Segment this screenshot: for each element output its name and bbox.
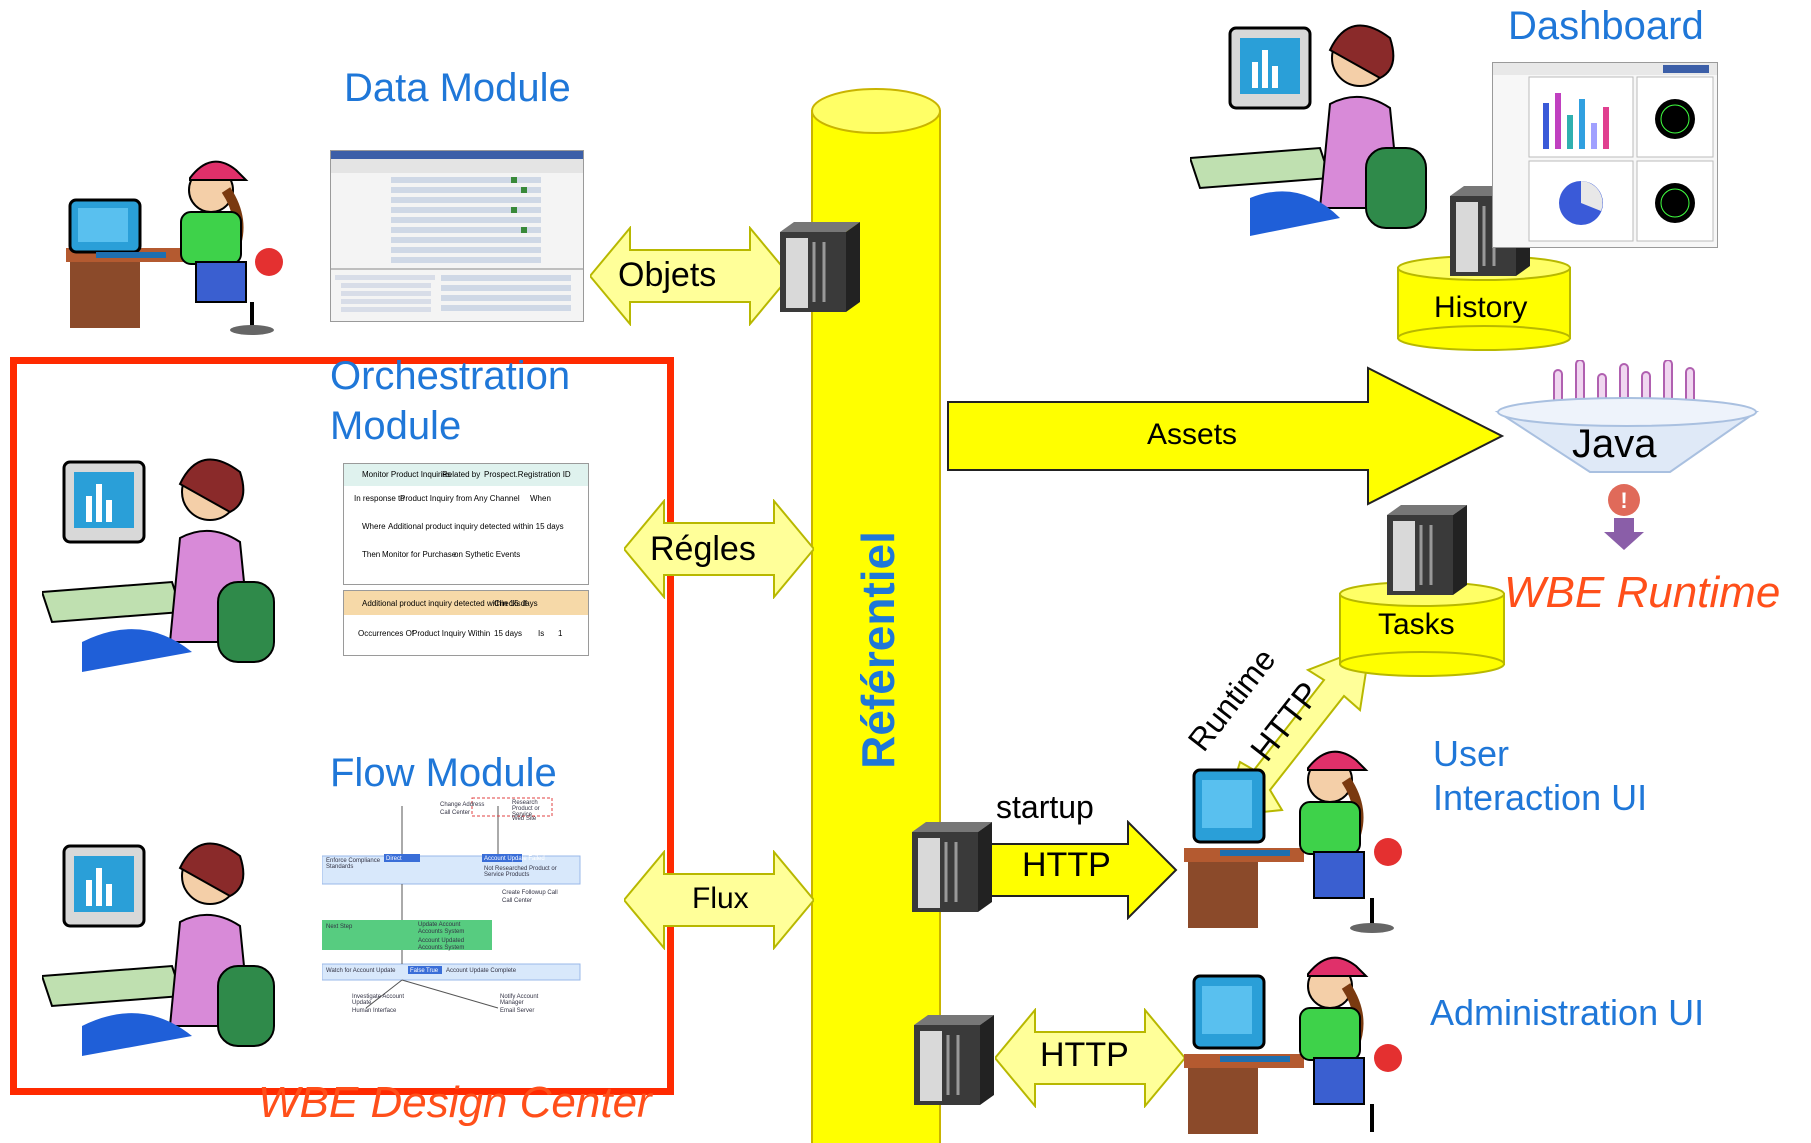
flow-node-human-interface: Human Interface [352,1008,397,1014]
dashboard-screenshot [1492,62,1718,248]
server-icon-startup [912,822,992,912]
history-label: History [1434,291,1528,324]
server-icon-admin [914,1015,994,1105]
orch-row3-a: Where [362,522,386,531]
startup-label: startup [996,789,1094,825]
admin-http-arrow [995,1008,1185,1108]
user-interaction-ui-label-line2: Interaction UI [1433,777,1648,818]
flow-lane-watch: Watch for Account Update [326,968,396,974]
user-at-computer-icon-orchestration [42,458,275,672]
flow-node-call-center: Call Center [440,810,471,816]
user-at-computer-icon-flow [42,842,275,1056]
orch-row6-f: 1 [558,629,563,638]
flow-node-notify: Notify Account Manager [500,994,539,1006]
orch-row6-b: Product Inquiry [412,629,466,638]
objets-arrow [590,226,790,326]
orch-row5-b: Checks if [494,599,527,608]
startup-http-arrow [989,820,1178,920]
flow-node-accounts-system2: Accounts System [418,945,465,951]
user-at-computer-icon-interaction [1184,750,1402,933]
data-module-label: Data Module [344,66,571,110]
regles-arrow [624,499,814,599]
svg-text:!: ! [1620,488,1627,513]
orch-row1-b: Related by [442,470,481,479]
assets-arrow-label: Assets [1147,418,1238,451]
referentiel-label: Référentiel [852,531,904,769]
assets-arrow [947,366,1505,506]
flow-module-label: Flow Module [330,751,557,795]
flow-node-accounts-system: Accounts System [418,929,465,935]
java-label: Java [1572,422,1657,466]
flow-node-account-update-complete: Account Update Complete [446,968,517,974]
flow-node-true: True [426,968,439,974]
orch-row3-b: Additional product inquiry detected with… [388,522,564,531]
orch-row6-e: Is [538,629,545,638]
flow-node-false: False [410,968,425,974]
flux-arrow [624,850,814,950]
orch-row1-a: Monitor Product Inquiries [362,470,451,479]
flow-node-direct: Direct [386,856,402,862]
orch-row4-a: Then [362,550,381,559]
user-at-computer-icon-dashboard [1190,24,1427,236]
flow-node-account-update: Account Update Failed [484,856,545,862]
flow-node-change-address: Change Address [440,802,485,808]
flow-node-followup: Create Followup Call [502,890,558,896]
dashboard-label: Dashboard [1508,4,1704,48]
orch-row6-c: Within [468,629,491,638]
orch-row2-c: from Any Channel [456,494,520,503]
orch-row1-c: Prospect.Registration ID [484,470,571,479]
orchestration-screenshot: Monitor Product Inquiries Related by Pro… [343,463,589,585]
flow-node-research: Research Product or Service [512,800,540,818]
java-funnel-icon: ! [1494,360,1760,550]
flow-lane-compliance: Enforce Compliance Standards [326,858,381,870]
orch-row2-a: In response to [354,494,405,503]
orch-row2-d: When [530,494,551,503]
flow-node-investigate: Investigate Account Update [352,994,405,1006]
server-icon-tasks [1387,505,1467,595]
flow-node-web-site: Web Site [512,816,537,822]
server-icon-objets [780,222,860,312]
user-at-computer-icon-admin [1184,956,1402,1134]
flow-node-call-center2: Call Center [502,898,533,904]
orch-row4-c: on Sythetic Events [454,550,521,559]
data-module-screenshot [330,150,584,322]
flow-lane-next-step: Next Step [326,924,353,930]
startup-http-label: HTTP [1022,846,1111,884]
flow-node-not-researched: Not Researched Product or Service Produc… [484,866,557,878]
orch-row6-d: 15 days [494,629,523,638]
design-center-frame [10,357,674,1095]
flow-node-account-updated: Account Updated [418,938,465,944]
orchestration-module-label-line2: Module [330,404,462,448]
admin-http-label: HTTP [1040,1036,1129,1074]
user-interaction-ui-label-line1: User [1433,733,1510,774]
user-at-computer-icon-data [66,160,283,335]
orch-row5-a: Additional product inquiry detected with… [362,599,538,608]
objets-arrow-label: Objets [618,256,717,294]
tasks-label: Tasks [1378,608,1455,641]
wbe-runtime-label: WBE Runtime [1504,568,1781,617]
flow-screenshot: Change Address Call Center Research Prod… [322,796,594,1016]
flow-node-update-account: Update Account [418,922,461,928]
orch-row4-b: Monitor for Purchase [382,550,457,559]
regles-arrow-label: Régles [650,530,756,568]
orchestration-screenshot-rule: Additional product inquiry detected with… [343,590,589,656]
referentiel-cylinder [811,88,941,1143]
orch-row6-a: Occurrences Of [358,629,415,638]
orch-row2-b: Product Inquiry [400,494,454,503]
wbe-design-center-label: WBE Design Center [258,1078,652,1127]
flow-node-email-server: Email Server [500,1008,535,1014]
flux-arrow-label: Flux [692,882,749,915]
orchestration-module-label-line1: Orchestration [330,354,571,398]
administration-ui-label: Administration UI [1430,992,1705,1033]
